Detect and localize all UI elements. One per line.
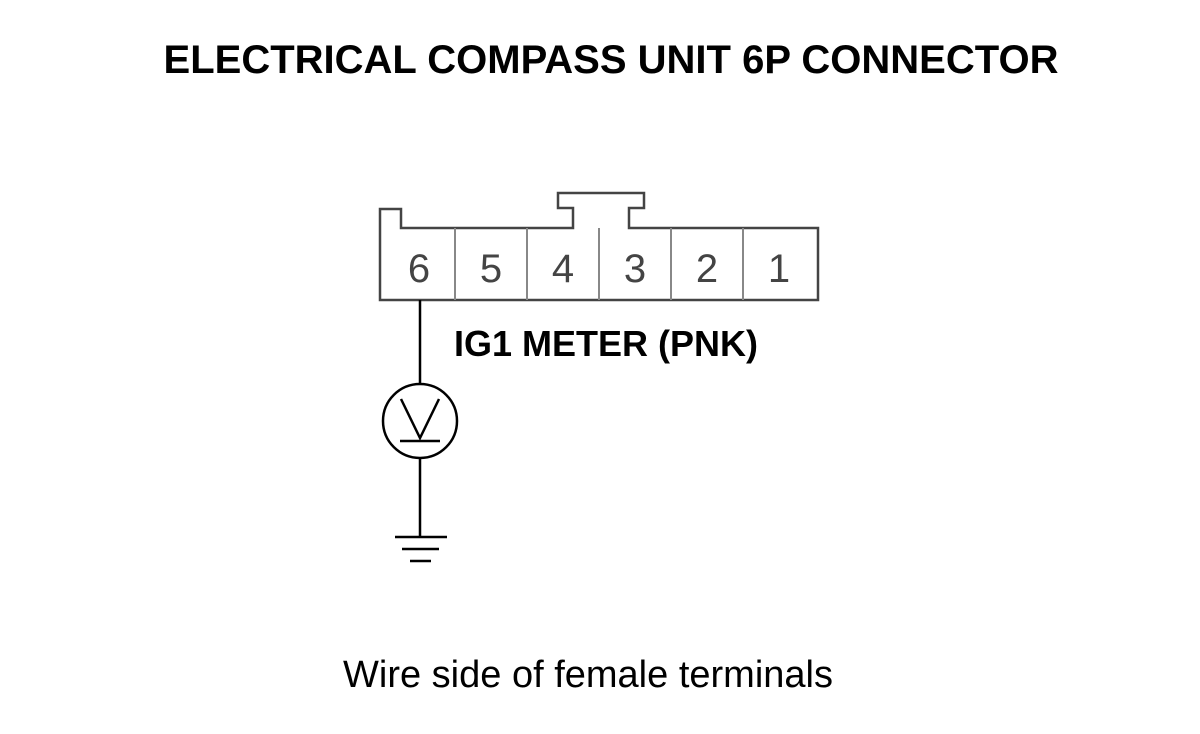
terminal-6-label: 6 xyxy=(408,247,430,291)
terminal-labels: 6 5 4 3 2 1 xyxy=(408,247,790,291)
connector-housing xyxy=(378,191,820,302)
terminal-2-label: 2 xyxy=(696,247,718,291)
diagram-title: ELECTRICAL COMPASS UNIT 6P CONNECTOR xyxy=(164,38,1059,82)
voltmeter-icon xyxy=(381,382,459,460)
diagram-caption: Wire side of female terminals xyxy=(343,654,833,696)
terminal-5-label: 5 xyxy=(480,247,502,291)
ground-icon xyxy=(395,535,447,563)
terminal-4-label: 4 xyxy=(552,247,574,291)
terminal-dividers xyxy=(454,228,744,300)
terminal-3-label: 3 xyxy=(624,247,646,291)
connector-6p: 6 5 4 3 2 1 xyxy=(378,191,820,302)
terminal-1-label: 1 xyxy=(768,247,790,291)
wire-label: IG1 METER (PNK) xyxy=(454,323,758,364)
